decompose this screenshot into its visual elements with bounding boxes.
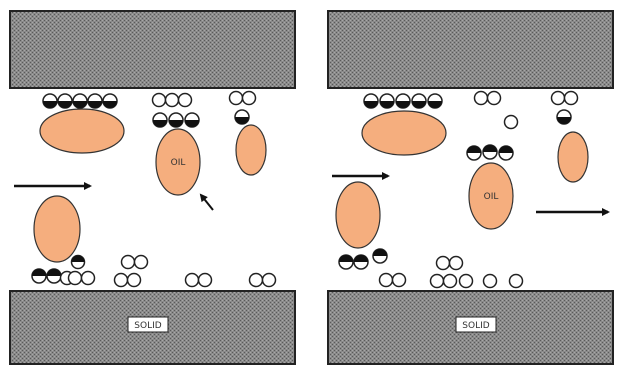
pointer-arrow: [201, 195, 213, 210]
oil-droplet: [558, 132, 588, 182]
left-panel: SOLID OIL: [10, 11, 295, 364]
surfactant-cluster: [153, 94, 200, 128]
solid-label: SOLID: [134, 321, 161, 331]
surfactant-cluster: [475, 92, 518, 129]
oil-label: OIL: [171, 158, 186, 168]
oil-droplet: [336, 182, 380, 248]
top-slab: [328, 11, 613, 88]
right-panel: SOLID OIL: [328, 11, 613, 364]
surfactant-half: [73, 94, 87, 108]
solid-label: SOLID: [462, 321, 489, 331]
top-slab: [10, 11, 295, 88]
surfactant-pair: [250, 274, 276, 287]
surfactant-row: [364, 94, 442, 108]
oil-label: OIL: [484, 192, 499, 202]
oil-droplet: [362, 111, 446, 155]
surfactant-half: [43, 94, 57, 108]
surfactant-half: [58, 94, 72, 108]
surfactant-row: [467, 145, 513, 160]
oil-droplet: [40, 109, 124, 153]
surfactant-row: [43, 94, 117, 108]
surfactant-pair: [186, 274, 212, 287]
surfactant-half: [88, 94, 102, 108]
surfactant-cluster: [552, 92, 578, 125]
surfactant-cluster: [230, 92, 256, 125]
surfactant-cluster: [115, 256, 148, 287]
surfactant-half: [103, 94, 117, 108]
oil-droplet: [34, 196, 80, 262]
surfactant-cluster: [380, 257, 523, 288]
oil-droplet: [236, 125, 266, 175]
surfactant-row: [339, 249, 387, 269]
